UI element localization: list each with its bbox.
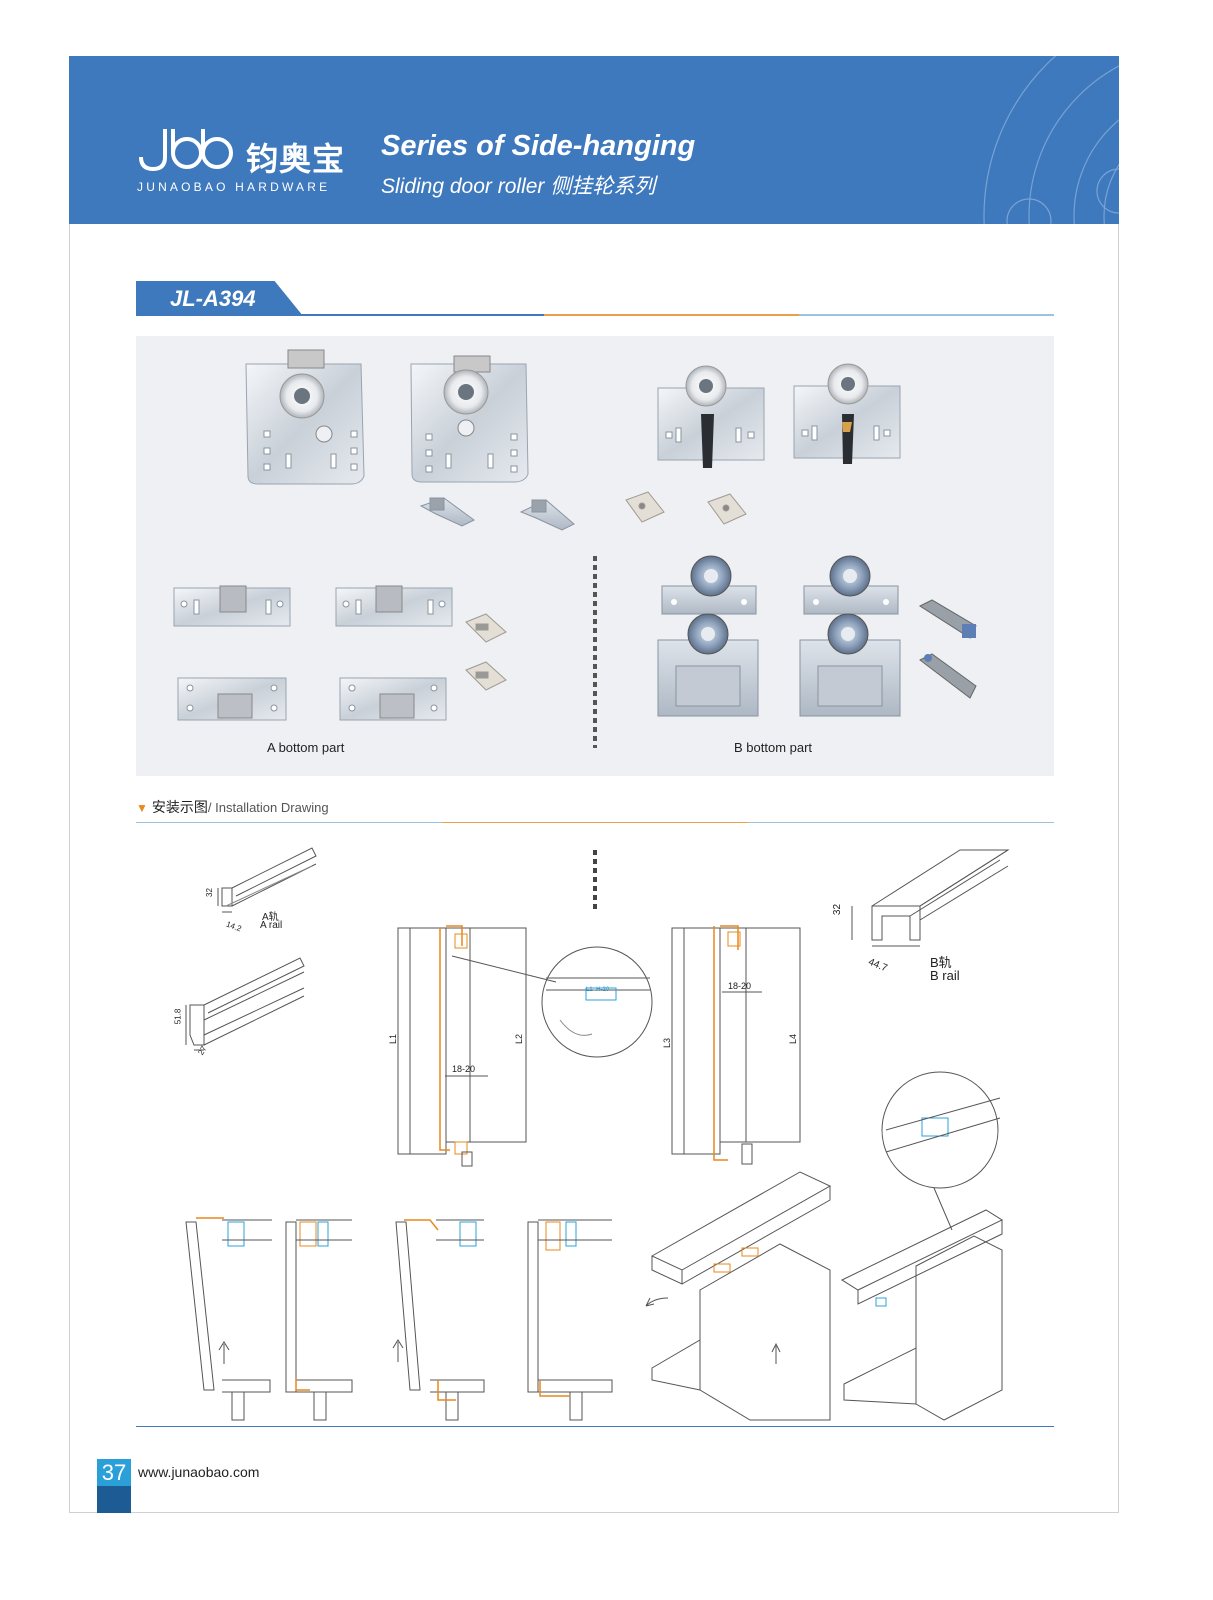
bracket-small-1 bbox=[657, 365, 765, 468]
label-l3: L3 bbox=[662, 1037, 673, 1049]
install-rule-1 bbox=[136, 822, 442, 823]
section-rule-orange bbox=[544, 314, 799, 316]
a-guide-block-1 bbox=[465, 613, 507, 643]
b-rail-name-cn: B轨 bbox=[930, 955, 952, 970]
a-rail-dim-h: 32 bbox=[204, 888, 214, 897]
product-photos bbox=[173, 349, 977, 748]
brand-logo bbox=[139, 129, 233, 172]
label-l1: L1 bbox=[388, 1033, 399, 1045]
label-gap-b: 18-20 bbox=[728, 981, 752, 991]
section-rule-lightblue bbox=[799, 314, 1054, 316]
series-subtitle: Sliding door roller 侧挂轮系列 bbox=[381, 175, 656, 198]
installation-heading-cn: 安装示图 bbox=[151, 799, 208, 815]
header-banner bbox=[69, 56, 1119, 224]
guide-block-2 bbox=[707, 493, 747, 525]
triangle-icon: ▼ bbox=[136, 801, 148, 815]
page-number: 37 bbox=[97, 1459, 131, 1486]
brand-name-en: JUNAOBAO HARDWARE bbox=[137, 180, 331, 194]
website-link[interactable]: www.junaobao.com bbox=[138, 1464, 260, 1480]
a-rail-name-cn: A轨 bbox=[262, 912, 279, 923]
b-roller-base-2 bbox=[799, 613, 901, 717]
b-rail-dim-h: 32 bbox=[832, 903, 844, 916]
b-guide-arm-2 bbox=[919, 653, 977, 699]
install-rule-2 bbox=[442, 822, 748, 823]
installation-heading-en: / Installation Drawing bbox=[207, 800, 329, 815]
a-rail-name-en: A rail bbox=[260, 920, 283, 931]
a-bottom-plate-2 bbox=[339, 677, 447, 721]
page-number-tab bbox=[97, 1486, 131, 1513]
label-detail-mark: L1=H-20 bbox=[586, 987, 610, 993]
a-rail-dim-h2: 51.8 bbox=[173, 1008, 183, 1025]
caption-a-bottom-part: A bottom part bbox=[267, 740, 345, 755]
page-sheet bbox=[69, 56, 1119, 1513]
label-gap-a: 18-20 bbox=[452, 1064, 476, 1074]
b-guide-arm-1 bbox=[918, 599, 977, 639]
product-photo-panel bbox=[136, 336, 1054, 776]
model-name: JL-A394 bbox=[170, 286, 256, 311]
b-roller-top-1 bbox=[661, 555, 757, 615]
section-rule-blue bbox=[136, 314, 544, 316]
series-title: Series of Side-hanging bbox=[381, 130, 696, 162]
clip-small-1 bbox=[419, 497, 475, 527]
a-bottom-bracket-2 bbox=[335, 585, 453, 627]
bracket-large-1 bbox=[245, 349, 365, 485]
install-rule-3 bbox=[748, 822, 1054, 823]
bracket-large-2 bbox=[410, 355, 529, 483]
brand-name-cn: 钧奥宝 bbox=[246, 141, 346, 177]
bracket-small-2 bbox=[793, 363, 901, 464]
label-l2: L2 bbox=[514, 1033, 525, 1045]
banner-arcs-decoration bbox=[983, 56, 1119, 224]
b-roller-base-1 bbox=[657, 613, 759, 717]
a-bottom-bracket-1 bbox=[173, 585, 291, 627]
a-guide-block-2 bbox=[465, 661, 507, 691]
footer-rule bbox=[136, 1426, 1054, 1427]
installation-heading: ▼安装示图/ Installation Drawing bbox=[136, 797, 329, 817]
guide-block-1 bbox=[625, 491, 665, 523]
model-tab bbox=[136, 281, 303, 316]
b-roller-top-2 bbox=[803, 555, 899, 615]
b-rail-name-en: B rail bbox=[930, 968, 960, 983]
label-l4: L4 bbox=[788, 1033, 799, 1045]
a-bottom-plate-1 bbox=[177, 677, 287, 721]
caption-b-bottom-part: B bottom part bbox=[734, 740, 813, 755]
clip-small-2 bbox=[519, 499, 575, 531]
